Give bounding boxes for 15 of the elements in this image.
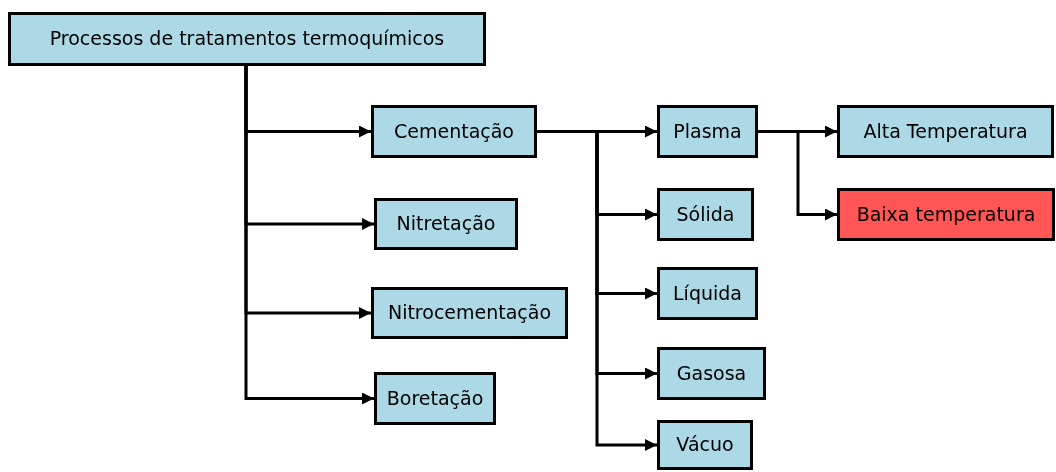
arrow [758, 130, 837, 221]
process-box: Vácuo [657, 420, 753, 470]
process-box: Nitretação [374, 198, 518, 250]
process-box: Boretação [374, 372, 496, 425]
process-box: Sólida [657, 188, 754, 241]
process-box: Gasosa [657, 347, 766, 400]
process-box: Cementação [371, 105, 537, 158]
arrow [244, 66, 374, 405]
arrow [537, 130, 657, 451]
process-box: Alta Temperatura [837, 105, 1054, 158]
process-box: Líquida [657, 267, 758, 320]
process-box: Nitrocementação [371, 287, 568, 339]
process-box: Processos de tratamentos termoquímicos [8, 12, 486, 66]
process-box: Baixa temperatura [837, 188, 1055, 241]
process-box: Plasma [657, 105, 758, 158]
